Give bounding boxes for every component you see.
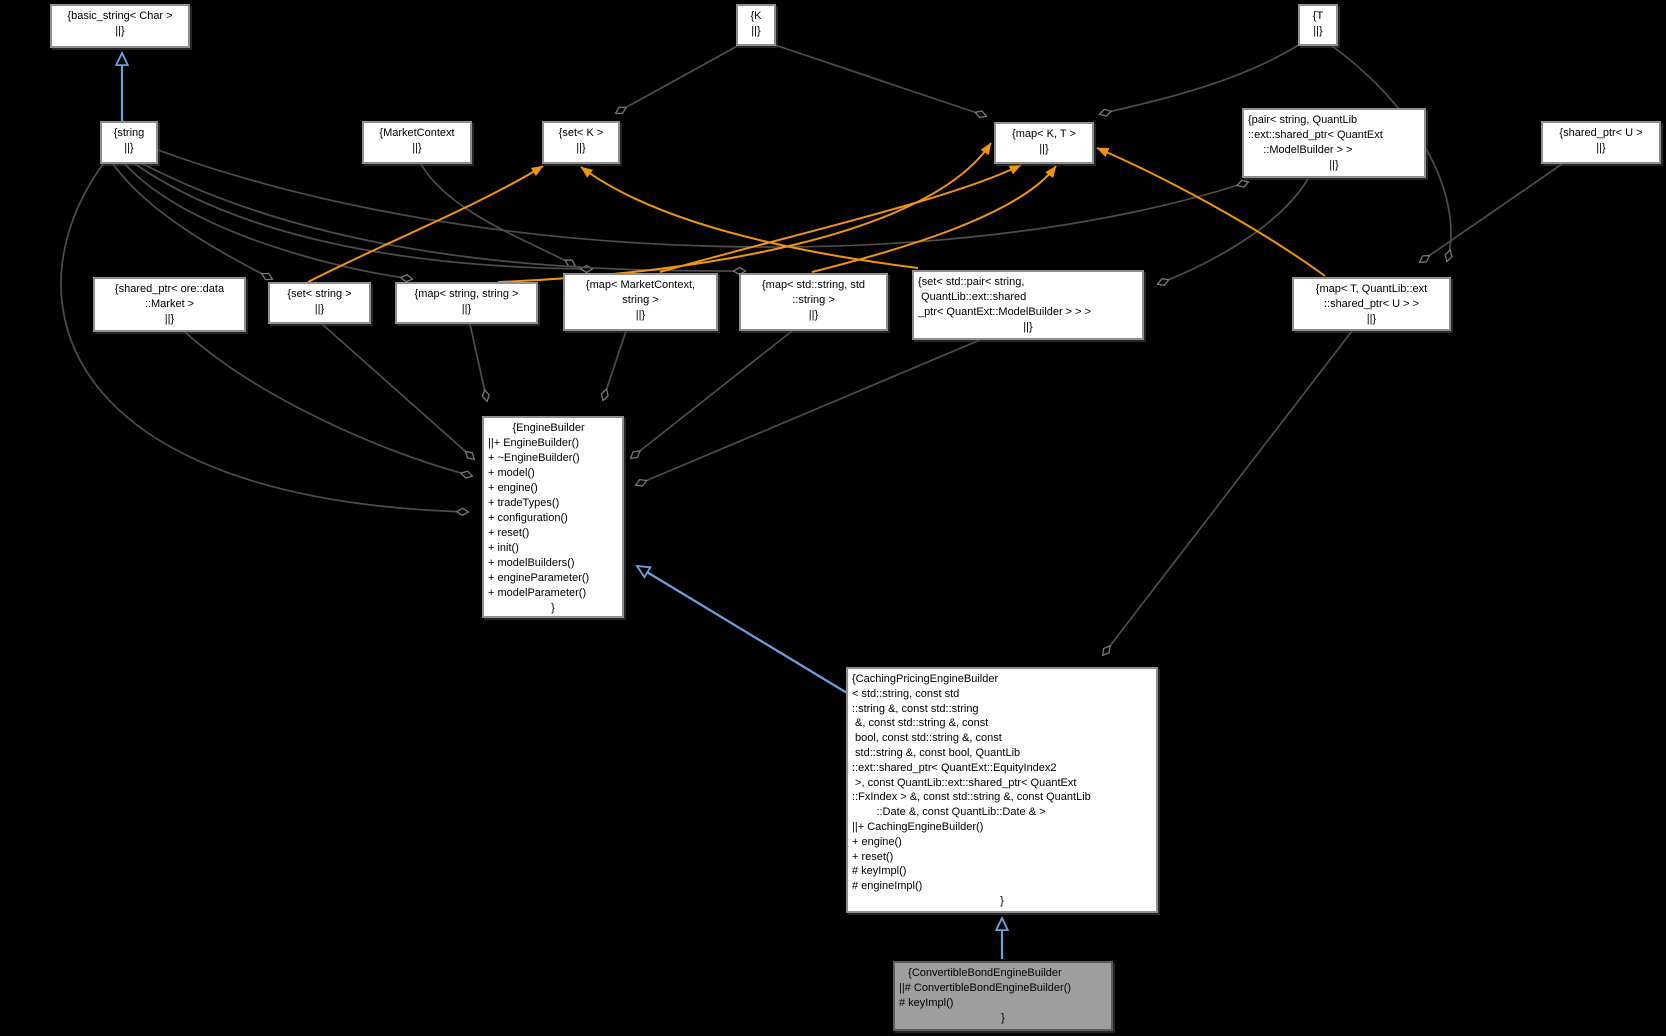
- node-set-pair-modelbuilder: {set< std::pair< string, QuantLib::ext::…: [912, 270, 1144, 340]
- node-market-context: {MarketContext||}: [362, 121, 472, 164]
- edge-mapstds-mapkt: [811, 165, 1057, 273]
- edge-string-mapmcs: [134, 163, 592, 269]
- node-set-string: {set< string >||}: [268, 282, 371, 324]
- node-engine-builder[interactable]: {EngineBuilder||+ EngineBuilder()+ ~Engi…: [482, 416, 624, 618]
- edge-setpair-enginebuilder: [636, 339, 981, 485]
- node-map-k-t: {map< K, T >||}: [994, 122, 1094, 164]
- edge-maptsh-caching: [1103, 330, 1353, 655]
- node-template-param-t: {T||}: [1298, 4, 1338, 46]
- node-shared-ptr-u: {shared_ptr< U >||}: [1541, 121, 1661, 164]
- node-convertible-bond-engine-builder[interactable]: {ConvertibleBondEngineBuilder||# Convert…: [893, 961, 1113, 1031]
- edge-setstring-setk: [307, 165, 544, 283]
- edge-mapmcs-mapkt: [659, 164, 1022, 273]
- node-string: {string||}: [100, 121, 158, 164]
- node-pair-string-modelbuilder: {pair< string, QuantLib::ext::shared_ptr…: [1242, 108, 1426, 178]
- edge-setstring-enginebuilder: [321, 323, 474, 459]
- edge-mapstds-enginebuilder: [631, 330, 793, 458]
- edge-t-mapkt: [1100, 43, 1301, 114]
- edge-setpair-setk: [580, 166, 919, 269]
- edge-string-setstring: [112, 163, 272, 279]
- edge-t-maptsh: [1331, 45, 1451, 261]
- node-basic-string: {basic_string< Char >||}: [50, 4, 190, 48]
- node-map-marketcontext-string: {map< MarketContext,string >||}: [563, 273, 718, 331]
- node-template-param-k: {K||}: [736, 4, 776, 46]
- node-map-t-shared-ptr-u: {map< T, QuantLib::ext::shared_ptr< U > …: [1292, 277, 1451, 331]
- edge-mapmcs-enginebuilder: [603, 330, 627, 400]
- edge-mapss-enginebuilder: [469, 323, 487, 401]
- edge-string-mapss: [124, 163, 412, 279]
- edge-caching-enginebuilder: [637, 566, 848, 694]
- node-map-string-string: {map< string, string >||}: [395, 282, 538, 324]
- node-caching-pricing-engine-builder[interactable]: {CachingPricingEngineBuilder< std::strin…: [846, 667, 1158, 913]
- node-map-stdstring-stdstring: {map< std::string, std::string >||}: [739, 273, 888, 331]
- edge-sharedmarket-enginebuilder: [184, 331, 472, 476]
- node-shared-ptr-market: {shared_ptr< ore::data::Market >||}: [93, 277, 246, 332]
- edge-k-setk: [616, 43, 742, 113]
- edge-k-mapkt: [771, 43, 986, 116]
- edge-string-enginebuilder: [60, 163, 468, 512]
- edge-marketcontext-mapmcs: [420, 163, 575, 266]
- edge-maptsh-mapkt: [1096, 147, 1326, 277]
- node-set-k: {set< K >||}: [542, 121, 620, 164]
- edge-string-pair: [157, 149, 1248, 248]
- edge-sharedu-maptsh: [1420, 163, 1563, 262]
- edge-pair-setpair: [1158, 178, 1309, 284]
